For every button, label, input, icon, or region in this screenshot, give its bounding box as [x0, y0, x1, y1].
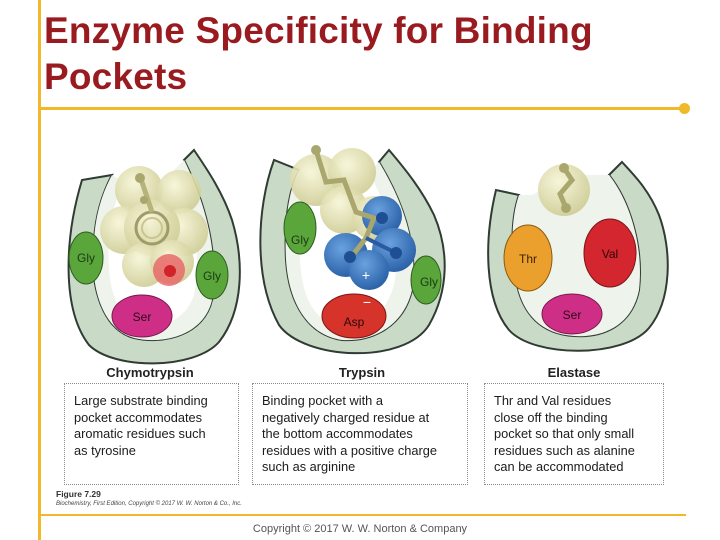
figure-credit: Biochemistry, First Edition, Copyright ©…: [56, 501, 242, 507]
elastase-thr: [503, 224, 553, 292]
elastase-val-label: Val: [602, 247, 618, 261]
chymotrypsin-panel: Gly Gly Ser: [67, 148, 241, 365]
description-line: the bottom accommodates: [262, 426, 413, 442]
chymotrypsin-title: Chymotrypsin: [106, 365, 194, 380]
elastase-substrate: [538, 163, 590, 216]
accent-rule-vertical: [38, 0, 41, 540]
trypsin-gly-right: [410, 255, 442, 305]
trypsin-title: Trypsin: [338, 365, 386, 380]
description-line: can be accommodated: [494, 459, 624, 475]
chymotrypsin-substrate: [100, 166, 208, 287]
trypsin-gly-left: [283, 201, 317, 255]
elastase-description: Thr and Val residues close off the bindi…: [484, 383, 664, 485]
copyright-footer: Copyright © 2017 W. W. Norton & Company: [252, 523, 468, 535]
accent-rule-horizontal: [38, 107, 686, 110]
trypsin-description: Binding pocket with a negatively charged…: [252, 383, 468, 485]
accent-rule-dot: [679, 103, 690, 114]
description-line: residues such as alanine: [494, 442, 635, 458]
description-line: Binding pocket with a: [262, 393, 383, 408]
description-line: pocket so that only small: [494, 426, 635, 442]
description-line: as tyrosine: [74, 442, 136, 458]
trypsin-asp-label: Asp: [344, 315, 365, 329]
description-line: Thr and Val residues: [494, 393, 612, 408]
chymotrypsin-ser: [111, 294, 173, 338]
elastase-val: [583, 218, 637, 288]
chymotrypsin-gly-right: [195, 250, 229, 300]
trypsin-gly-right-label: Gly: [420, 275, 438, 289]
elastase-panel: Thr Val Ser: [487, 160, 669, 352]
trypsin-asp: [321, 293, 387, 339]
chymotrypsin-gly-left: [68, 231, 104, 285]
description-line: aromatic residues such: [74, 426, 206, 442]
trypsin-positive-charge: +: [362, 267, 370, 283]
elastase-ser: [541, 293, 603, 335]
description-line: such as arginine: [262, 459, 356, 475]
chymotrypsin-gly-right-label: Gly: [203, 269, 221, 283]
chymotrypsin-ser-label: Ser: [133, 310, 152, 324]
trypsin-gly-left-label: Gly: [291, 233, 309, 247]
footer-rule: [38, 514, 686, 516]
binding-pocket-illustration: Gly Gly Ser: [67, 145, 669, 365]
enzyme-figure: Gly Gly Ser: [44, 120, 684, 515]
trypsin-panel: Gly Gly Asp + −: [259, 145, 446, 355]
trypsin-negative-charge: −: [363, 294, 371, 310]
description-line: close off the binding: [494, 409, 608, 425]
description-line: negatively charged residue at: [262, 409, 430, 425]
chymotrypsin-gly-left-label: Gly: [77, 251, 95, 265]
chymotrypsin-description: Large substrate binding pocket accommoda…: [64, 383, 239, 485]
elastase-thr-label: Thr: [519, 252, 537, 266]
figure-number: Figure 7.29: [56, 489, 101, 499]
description-line: Large substrate binding: [74, 393, 208, 408]
elastase-title: Elastase: [547, 365, 601, 380]
trypsin-substrate: [290, 145, 416, 290]
slide-title: Enzyme Specificity for Binding Pockets: [44, 10, 593, 97]
description-line: pocket accommodates: [74, 409, 203, 425]
description-line: residues with a positive charge: [262, 442, 437, 458]
elastase-ser-label: Ser: [563, 308, 582, 322]
